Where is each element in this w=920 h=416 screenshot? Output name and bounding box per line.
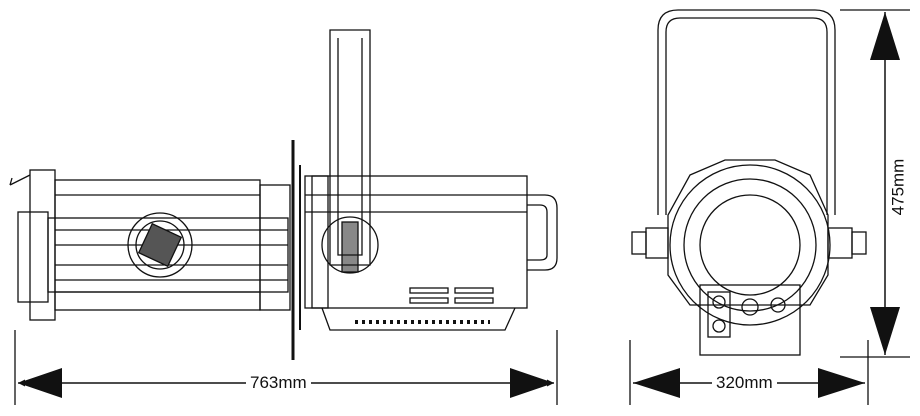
front-body: [667, 159, 831, 356]
focus-knob: [127, 212, 193, 278]
handle: [527, 194, 558, 271]
length-label: 763mm: [246, 374, 311, 392]
main-body: [304, 175, 528, 331]
front-view: [631, 9, 867, 356]
height-label: 475mm: [888, 154, 908, 220]
shutters: [291, 140, 301, 360]
side-knobs: [631, 227, 867, 259]
dimension-height: [840, 9, 910, 358]
front-yoke: [657, 9, 836, 215]
side-view: [9, 29, 558, 360]
width-label: 320mm: [712, 374, 777, 392]
yoke-arm: [329, 29, 371, 266]
dimension-length: [14, 330, 558, 405]
